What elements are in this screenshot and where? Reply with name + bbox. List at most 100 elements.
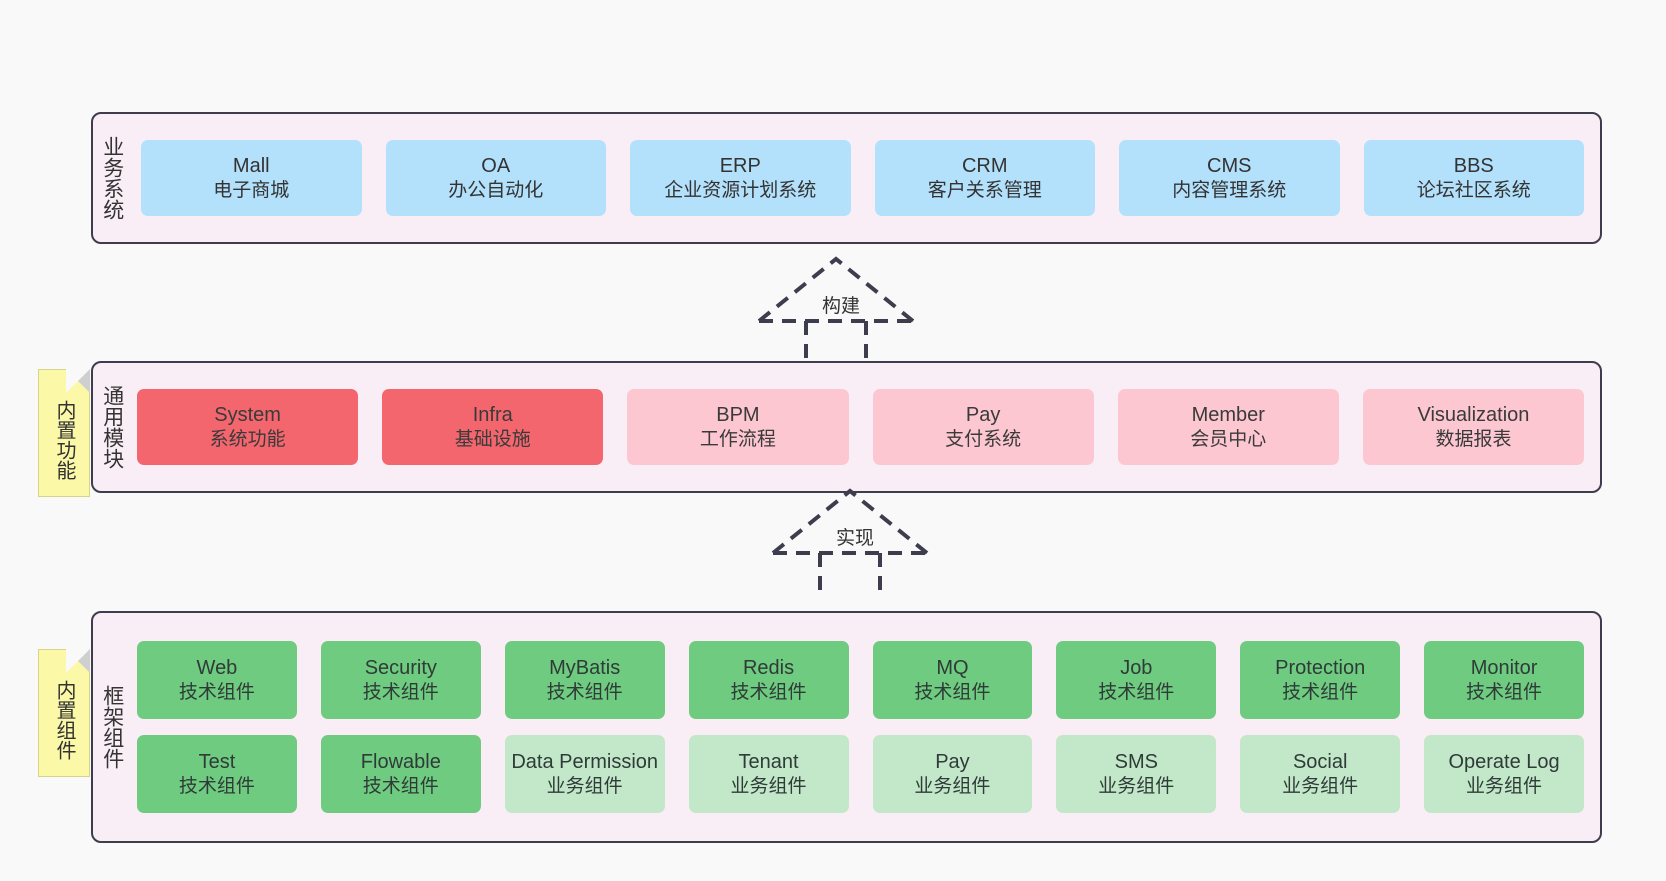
- layer-business-system-label: 业务系统: [100, 136, 124, 220]
- connector-build-label: 构建: [822, 296, 861, 317]
- card-social[interactable]: Social 业务组件: [1240, 735, 1401, 813]
- card-title: Web: [196, 657, 238, 680]
- layer-common-module-body: System 系统功能 Infra 基础设施 BPM 工作流程 Pay 支付系统…: [131, 363, 1600, 491]
- note-builtin-component[interactable]: 内置组件: [38, 649, 90, 777]
- card-subtitle: 系统功能: [209, 428, 286, 450]
- card-title: MQ: [936, 657, 969, 680]
- card-test[interactable]: Test 技术组件: [137, 735, 297, 813]
- card-row: System 系统功能 Infra 基础设施 BPM 工作流程 Pay 支付系统…: [137, 389, 1585, 465]
- card-job[interactable]: Job 技术组件: [1056, 641, 1217, 719]
- card-title: Security: [364, 657, 437, 680]
- card-title: Visualization: [1417, 404, 1530, 427]
- card-subtitle: 技术组件: [1282, 681, 1359, 703]
- card-web[interactable]: Web 技术组件: [137, 641, 297, 719]
- card-infra[interactable]: Infra 基础设施: [382, 389, 604, 465]
- card-subtitle: 技术组件: [178, 775, 255, 797]
- card-title: Redis: [742, 657, 795, 680]
- connector-implement-label: 实现: [836, 528, 875, 549]
- card-oa[interactable]: OA 办公自动化: [385, 140, 606, 216]
- card-title: Operate Log: [1448, 751, 1560, 774]
- card-subtitle: 会员中心: [1190, 428, 1267, 450]
- note-builtin-function-label: 内置功能: [53, 400, 75, 480]
- card-tenant[interactable]: Tenant 业务组件: [688, 735, 849, 813]
- card-mq[interactable]: MQ 技术组件: [872, 641, 1033, 719]
- card-subtitle: 内容管理系统: [1172, 179, 1287, 201]
- card-subtitle: 业务组件: [1282, 775, 1359, 797]
- card-title: Pay: [965, 404, 1001, 427]
- card-subtitle: 技术组件: [362, 775, 439, 797]
- card-data-permission[interactable]: Data Permission 业务组件: [504, 735, 665, 813]
- card-subtitle: 企业资源计划系统: [664, 179, 817, 201]
- card-subtitle: 技术组件: [1098, 681, 1175, 703]
- card-title: System: [214, 404, 281, 427]
- card-subtitle: 电子商城: [213, 179, 290, 201]
- card-title: Protection: [1275, 657, 1366, 680]
- card-title: Social: [1292, 751, 1348, 774]
- layer-framework-component-body: Web 技术组件 Security 技术组件 MyBatis 技术组件 Redi…: [131, 613, 1600, 841]
- card-subtitle: 技术组件: [914, 681, 991, 703]
- card-bpm[interactable]: BPM 工作流程: [627, 389, 849, 465]
- card-pay-business[interactable]: Pay 业务组件: [872, 735, 1033, 813]
- card-title: ERP: [719, 155, 761, 178]
- layer-framework-component-label: 框架组件: [100, 685, 124, 769]
- layer-business-system-body: Mall 电子商城 OA 办公自动化 ERP 企业资源计划系统 CRM 客户关系…: [131, 114, 1600, 242]
- card-subtitle: 客户关系管理: [927, 179, 1042, 201]
- layer-common-module-label: 通用模块: [100, 385, 124, 469]
- card-mybatis[interactable]: MyBatis 技术组件: [504, 641, 665, 719]
- note-builtin-function[interactable]: 内置功能: [38, 369, 90, 497]
- card-subtitle: 数据报表: [1435, 428, 1512, 450]
- card-row: Mall 电子商城 OA 办公自动化 ERP 企业资源计划系统 CRM 客户关系…: [141, 140, 1584, 216]
- card-subtitle: 技术组件: [730, 681, 807, 703]
- card-title: Infra: [472, 404, 513, 427]
- card-protection[interactable]: Protection 技术组件: [1240, 641, 1401, 719]
- card-title: BPM: [716, 404, 760, 427]
- card-row: Test 技术组件 Flowable 技术组件 Data Permission …: [137, 735, 1584, 813]
- card-bbs[interactable]: BBS 论坛社区系统: [1363, 140, 1584, 216]
- card-mall[interactable]: Mall 电子商城: [141, 140, 362, 216]
- card-title: BBS: [1453, 155, 1494, 178]
- card-monitor[interactable]: Monitor 技术组件: [1424, 641, 1584, 719]
- card-subtitle: 基础设施: [454, 428, 531, 450]
- card-member[interactable]: Member 会员中心: [1117, 389, 1339, 465]
- card-title: CRM: [961, 155, 1008, 178]
- card-cms[interactable]: CMS 内容管理系统: [1119, 140, 1340, 216]
- card-subtitle: 技术组件: [362, 681, 439, 703]
- card-system[interactable]: System 系统功能: [137, 389, 359, 465]
- card-redis[interactable]: Redis 技术组件: [688, 641, 849, 719]
- card-flowable[interactable]: Flowable 技术组件: [320, 735, 481, 813]
- card-erp[interactable]: ERP 企业资源计划系统: [630, 140, 851, 216]
- card-visualization[interactable]: Visualization 数据报表: [1362, 389, 1585, 465]
- card-title: SMS: [1114, 751, 1158, 774]
- layer-common-module[interactable]: 通用模块 System 系统功能 Infra 基础设施 BPM 工作流程 Pay…: [91, 361, 1602, 493]
- card-title: Tenant: [738, 751, 799, 774]
- card-operate-log[interactable]: Operate Log 业务组件: [1424, 735, 1584, 813]
- card-title: Member: [1191, 404, 1265, 427]
- card-title: Test: [198, 751, 236, 774]
- card-title: Mall: [232, 155, 270, 178]
- card-pay[interactable]: Pay 支付系统: [872, 389, 1094, 465]
- card-title: OA: [481, 155, 511, 178]
- card-title: Pay: [935, 751, 970, 774]
- card-subtitle: 业务组件: [914, 775, 991, 797]
- card-row: Web 技术组件 Security 技术组件 MyBatis 技术组件 Redi…: [137, 641, 1584, 719]
- layer-business-system[interactable]: 业务系统 Mall 电子商城 OA 办公自动化 ERP 企业资源计划系统 CRM…: [91, 112, 1602, 244]
- card-subtitle: 技术组件: [1466, 681, 1543, 703]
- card-crm[interactable]: CRM 客户关系管理: [874, 140, 1095, 216]
- card-subtitle: 业务组件: [1466, 775, 1543, 797]
- card-title: CMS: [1207, 155, 1252, 178]
- card-title: Flowable: [360, 751, 441, 774]
- card-subtitle: 技术组件: [546, 681, 623, 703]
- card-subtitle: 业务组件: [546, 775, 623, 797]
- card-subtitle: 业务组件: [1098, 775, 1175, 797]
- card-subtitle: 工作流程: [699, 428, 776, 450]
- card-title: Data Permission: [511, 751, 659, 774]
- card-title: Monitor: [1470, 657, 1538, 680]
- card-sms[interactable]: SMS 业务组件: [1056, 735, 1217, 813]
- layer-framework-component[interactable]: 框架组件 Web 技术组件 Security 技术组件 MyBatis 技术组件…: [91, 611, 1602, 843]
- card-subtitle: 支付系统: [945, 428, 1022, 450]
- card-subtitle: 论坛社区系统: [1416, 179, 1531, 201]
- card-security[interactable]: Security 技术组件: [320, 641, 481, 719]
- card-subtitle: 办公自动化: [448, 179, 544, 201]
- card-subtitle: 技术组件: [178, 681, 255, 703]
